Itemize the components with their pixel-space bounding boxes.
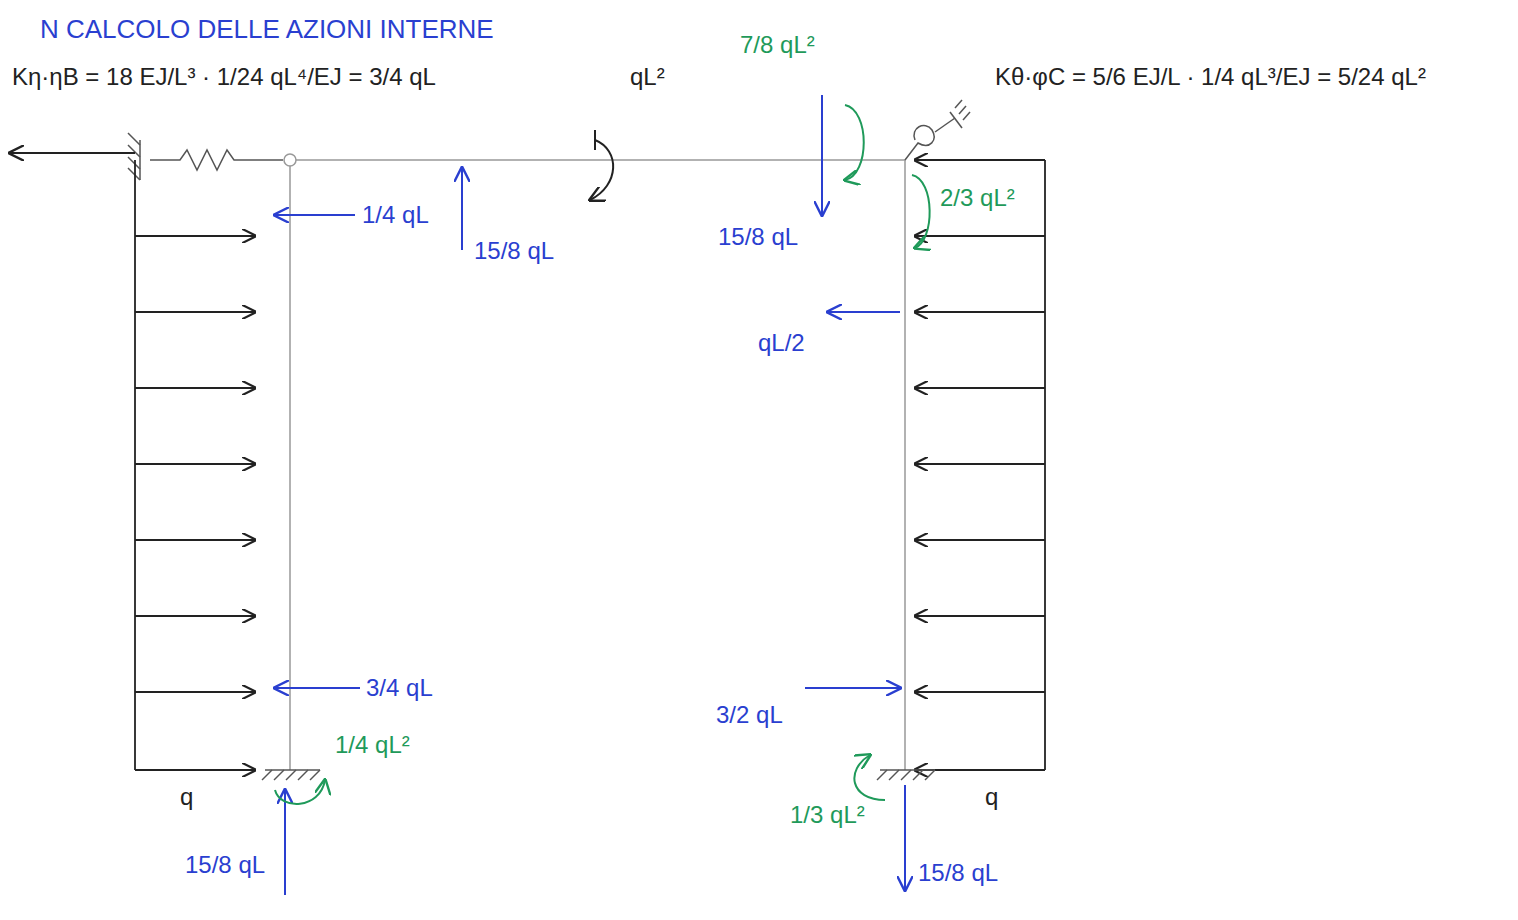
applied-moment: [594, 130, 596, 150]
force-value: 15/8 qL: [185, 850, 265, 880]
load-symbol: q: [180, 782, 193, 812]
reaction-arrow: [10, 152, 135, 154]
internal-moments: [275, 105, 930, 804]
title: N CALCOLO DELLE AZIONI INTERNE: [40, 14, 494, 44]
moment-value: 1/3 qL²: [790, 800, 865, 830]
frame: [284, 154, 905, 770]
formula: Kη·ηB = 18 EJ/L³ · 1/24 qL⁴/EJ = 3/4 qL: [12, 62, 436, 92]
moment-value: 7/8 qL²: [740, 30, 815, 60]
distributed-load: [915, 160, 1045, 770]
rotational-spring: [905, 100, 970, 160]
force-value: 1/4 qL: [362, 200, 429, 230]
force-value: 3/4 qL: [366, 673, 433, 703]
force-value: qL/2: [758, 328, 805, 358]
load-symbol: q: [985, 782, 998, 812]
force-value: 3/2 qL: [716, 700, 783, 730]
moment-value: 1/4 qL²: [335, 730, 410, 760]
formula: Kθ·φC = 5/6 EJ/L · 1/4 qL³/EJ = 5/24 qL²: [995, 62, 1426, 92]
moment-value: qL²: [630, 62, 665, 92]
force-value: 15/8 qL: [718, 222, 798, 252]
force-value: 15/8 qL: [474, 236, 554, 266]
applied-moment: [590, 140, 613, 200]
moment-value: 2/3 qL²: [940, 183, 1015, 213]
fixed-support: [262, 770, 935, 780]
reaction-forces: [275, 95, 905, 895]
force-value: 15/8 qL: [918, 858, 998, 888]
distributed-load: [135, 160, 255, 770]
spring-support: [128, 133, 283, 180]
